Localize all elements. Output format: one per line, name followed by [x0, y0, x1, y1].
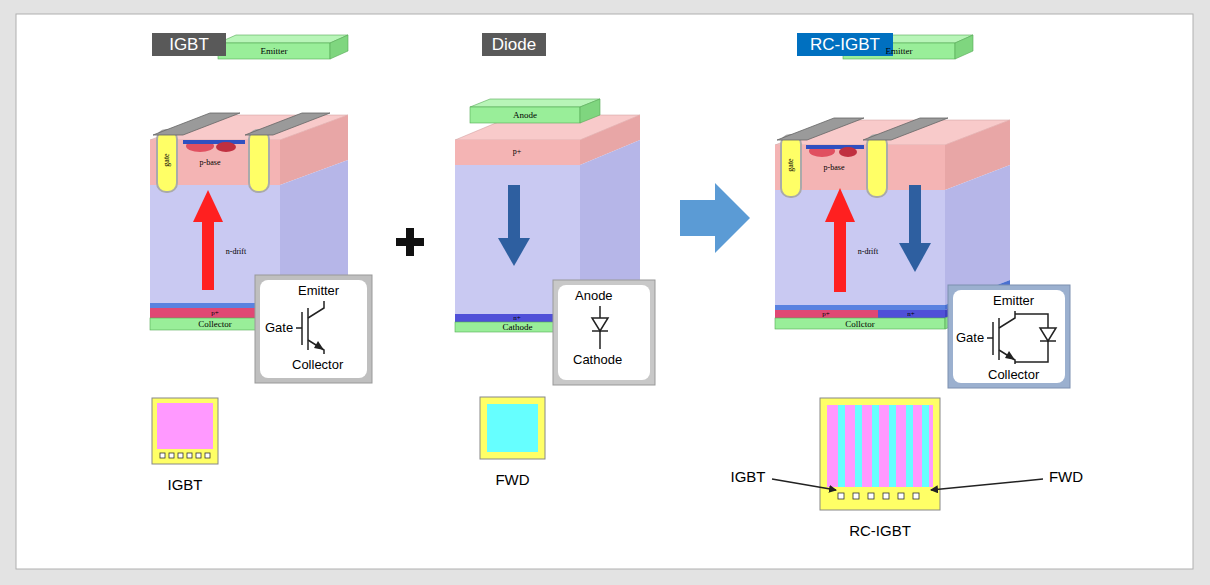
- region-label: gate: [787, 158, 795, 171]
- title-tag: Diode: [482, 33, 546, 56]
- region-label: p+: [822, 311, 829, 318]
- callout-label: FWD: [1049, 469, 1083, 484]
- electrode-bar: Collctor: [775, 318, 945, 329]
- chip-label: RC-IGBT: [849, 522, 911, 539]
- terminal-name: Gate: [265, 320, 293, 335]
- region-label: p-base: [824, 164, 845, 172]
- terminal-name: Emitter: [298, 283, 339, 298]
- region-label: n-drift: [226, 248, 246, 256]
- leader-line: [772, 479, 836, 490]
- rc-igbt-chip: [820, 398, 940, 510]
- region-label: p+: [513, 148, 522, 156]
- diode-cross-section: [455, 99, 640, 332]
- node-text: Emitter: [261, 46, 288, 56]
- symbol-box: AnodeCathode: [553, 280, 655, 385]
- title-tag: IGBT: [152, 33, 226, 56]
- igbt-symbol: [255, 275, 372, 383]
- region-label: p-base: [200, 159, 221, 167]
- node-text: Collctor: [845, 319, 875, 329]
- region-label: n+: [907, 311, 914, 318]
- chip-outline: FWD: [480, 397, 545, 459]
- symbol-box: EmitterGateCollector: [948, 285, 1070, 388]
- terminal-name: Cathode: [573, 352, 622, 367]
- electrode-bar: Cathode: [455, 322, 580, 332]
- electrode-bar: Emitter: [843, 43, 955, 59]
- igbt-chip: [152, 398, 218, 464]
- leader-line: [931, 479, 1043, 490]
- chip-outline: IGBT: [152, 398, 218, 464]
- electrode-bar: Anode: [470, 107, 580, 123]
- region-label: p+: [211, 310, 218, 317]
- chip-label: IGBT: [167, 476, 202, 493]
- electrode-bar: Collector: [150, 318, 280, 330]
- node-text: Collector: [198, 319, 232, 329]
- terminal-name: Collector: [988, 367, 1039, 382]
- terminal-name: Anode: [575, 288, 613, 303]
- symbol-box: EmitterGateCollector: [255, 275, 372, 383]
- region-label: n+: [513, 315, 520, 322]
- node-text: Cathode: [503, 322, 533, 332]
- title-tag: RC-IGBT: [797, 33, 893, 56]
- node-text: Diode: [492, 35, 536, 55]
- igbt-cross-section: [150, 35, 348, 330]
- node-text: RC-IGBT: [810, 35, 880, 55]
- rc-igbt-symbol: [948, 285, 1070, 388]
- region-label: gate: [163, 153, 171, 166]
- region-label: n-drift: [858, 248, 878, 256]
- terminal-name: Emitter: [993, 293, 1034, 308]
- chip-label: FWD: [495, 471, 529, 488]
- node-text: IGBT: [169, 35, 209, 55]
- fwd-chip: [480, 397, 545, 459]
- electrode-bar: Emitter: [218, 43, 330, 59]
- node-text: Anode: [513, 110, 537, 120]
- callout-label: IGBT: [730, 469, 765, 484]
- node-text: Emitter: [886, 46, 913, 56]
- chip-outline: RC-IGBT: [820, 398, 940, 510]
- terminal-name: Gate: [956, 330, 984, 345]
- diode-symbol: [553, 280, 655, 385]
- terminal-name: Collector: [292, 357, 343, 372]
